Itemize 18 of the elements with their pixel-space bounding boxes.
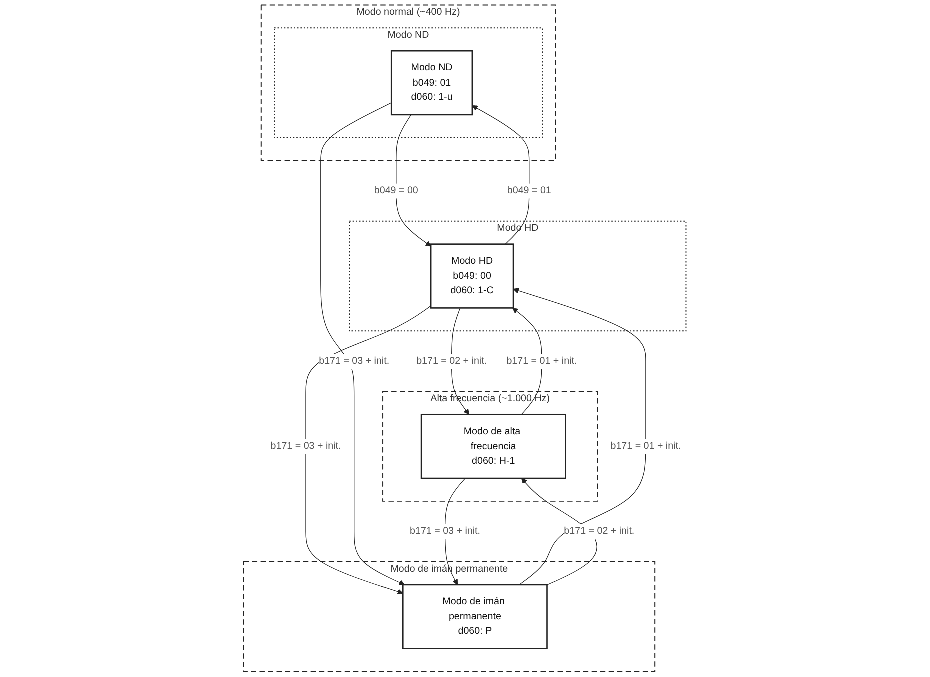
- arrow: [320, 102, 406, 586]
- arrow: [472, 106, 530, 245]
- node-box: Modo ND b049: 01 d060: 1-u: [390, 50, 474, 116]
- edge-label: b171 = 03 + init.: [410, 526, 480, 537]
- edge-label: b171 = 02 + init.: [564, 526, 635, 537]
- edge-label: b171 = 02 + init.: [416, 355, 488, 367]
- node-box: Modo HD b049: 00 d060: 1-C: [430, 244, 514, 309]
- arrow: [306, 306, 432, 595]
- edge-label: b049 = 01: [507, 185, 552, 196]
- edge-label: b171 = 03 + init.: [319, 355, 390, 367]
- node-box: Modo de alta frecuencia d060: H-1: [420, 414, 566, 480]
- edge-label: b171 = 01 + init.: [610, 440, 682, 452]
- edge-label: b049 = 00: [374, 185, 418, 196]
- edge-label: b171 = 03 + init.: [270, 440, 342, 452]
- edge-label: b171 = 01 + init.: [506, 355, 578, 367]
- node-box: Modo de imán permanente d060: P: [402, 584, 548, 650]
- arrow: [396, 114, 432, 247]
- arrow: [521, 478, 598, 586]
